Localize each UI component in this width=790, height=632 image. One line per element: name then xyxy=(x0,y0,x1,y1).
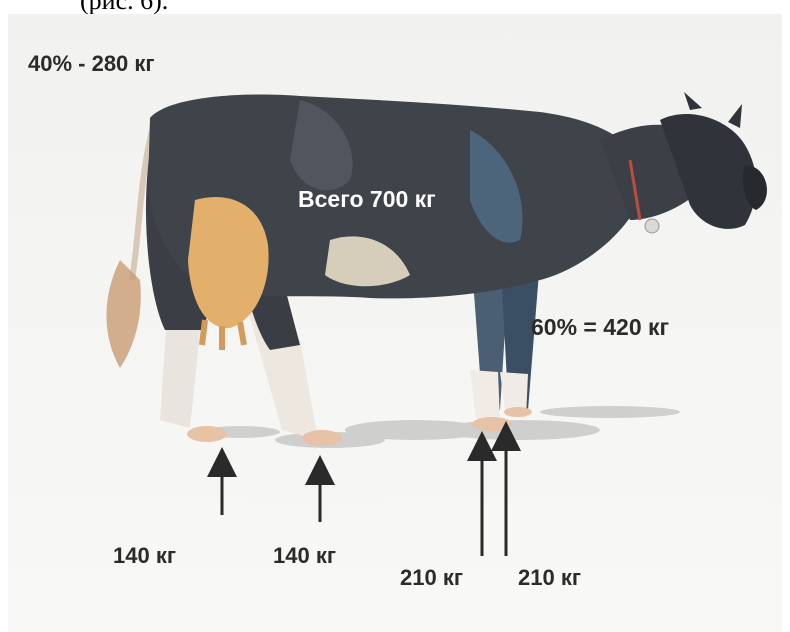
ground-shadows xyxy=(200,406,680,448)
leg-load-label: 140 кг xyxy=(113,544,176,568)
rear-load-label: 40% - 280 кг xyxy=(28,52,155,76)
front-load-label: 60% = 420 кг xyxy=(531,315,669,339)
leg-load-label: 210 кг xyxy=(518,566,581,590)
leg-load-label: 140 кг xyxy=(273,544,336,568)
total-weight-label: Всего 700 кг xyxy=(298,187,436,211)
leg-load-label: 210 кг xyxy=(400,566,463,590)
load-arrows xyxy=(222,436,506,556)
